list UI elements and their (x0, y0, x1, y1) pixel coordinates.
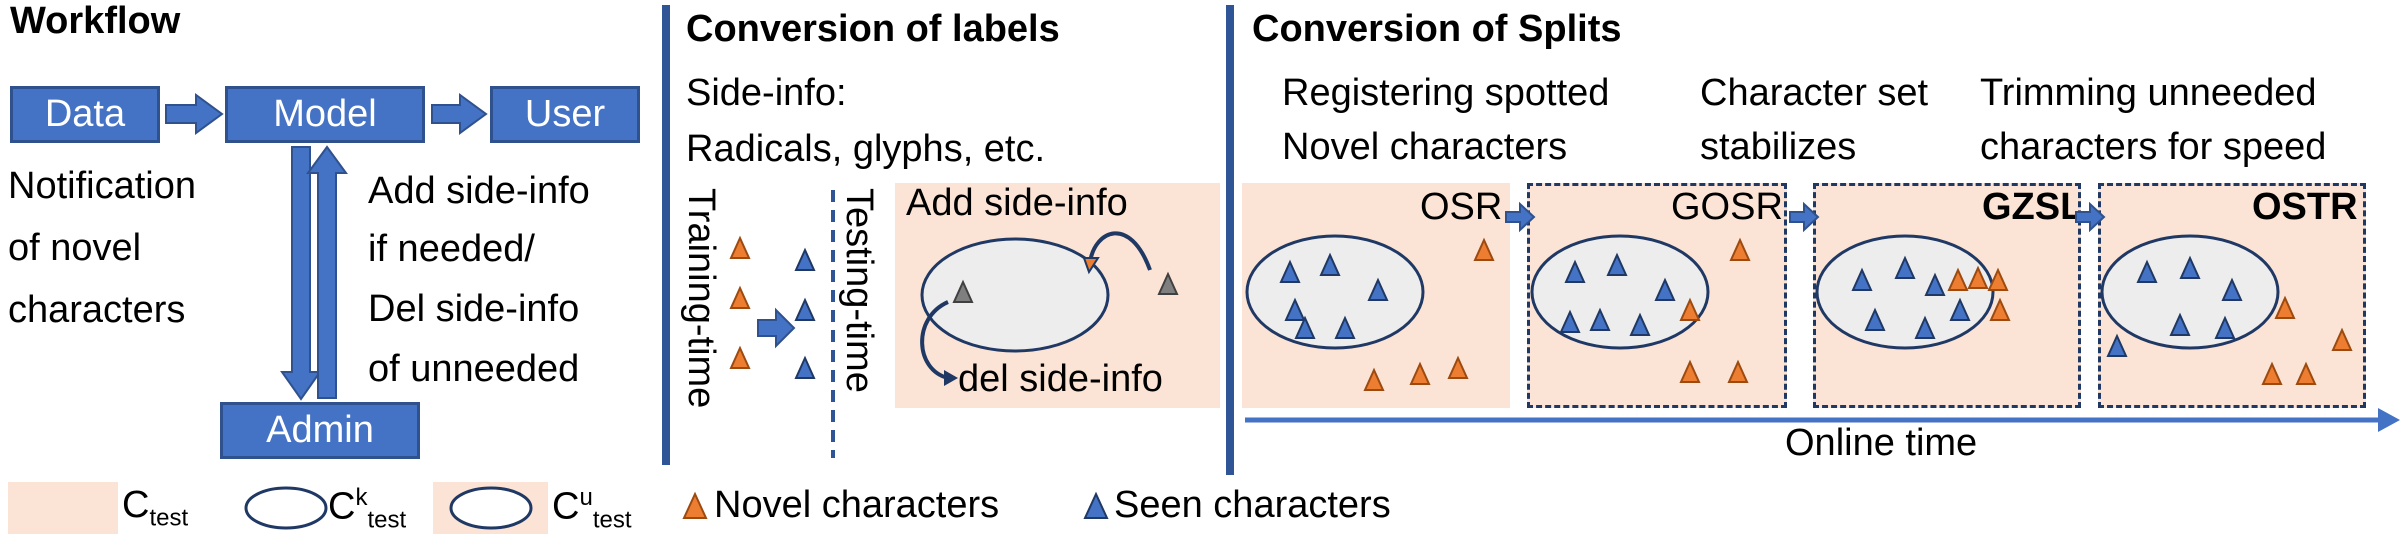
stage1-desc-1: Registering spotted (1282, 72, 1610, 114)
stage2-desc-2: stabilizes (1700, 126, 1857, 168)
model-box: Model (225, 86, 425, 143)
arrow-model-to-user-icon (431, 93, 488, 135)
gzsl-label: GZSL (1982, 186, 2084, 228)
train-to-test-arrow-icon (757, 307, 796, 349)
legend-ctest: Ctest (122, 484, 189, 532)
arrow-model-to-admin-icon (280, 146, 322, 401)
ostr-label: OSTR (2252, 186, 2358, 228)
labels-title: Conversion of labels (686, 8, 1060, 50)
arrow-data-to-model-icon (165, 93, 224, 135)
novel-triangle (729, 285, 751, 309)
legend-ck: Cktest (328, 484, 407, 534)
stage3-desc-2: characters for speed (1980, 126, 2327, 168)
legend-cu: Cutest (552, 484, 632, 534)
sideinfo-line-2: if needed/ (368, 228, 535, 270)
gosr-label: GOSR (1671, 186, 1783, 228)
add-sideinfo-label: Add side-info (906, 182, 1128, 224)
sideinfo-line-4: of unneeded (368, 348, 580, 390)
notification-line-3: characters (8, 289, 186, 331)
osr-label: OSR (1420, 186, 1503, 228)
testing-triangles (794, 247, 816, 379)
legend-cu-swatch-bg (433, 482, 548, 534)
legend-ctest-swatch (8, 482, 118, 534)
sideinfo-examples: Radicals, glyphs, etc. (686, 128, 1046, 170)
seen-triangle (794, 297, 816, 321)
notification-line-2: of novel (8, 227, 142, 269)
user-box: User (490, 86, 640, 143)
sideinfo-line-3: Del side-info (368, 288, 580, 330)
splits-title: Conversion of Splits (1252, 8, 1622, 50)
seen-triangle (794, 247, 816, 271)
legend-novel-triangle (682, 491, 708, 519)
data-box: Data (10, 86, 160, 143)
training-triangles (729, 235, 751, 369)
stage3-desc-1: Trimming unneeded (1980, 72, 2317, 114)
legend-ck-swatch (244, 486, 328, 530)
stage1-desc-2: Novel characters (1282, 126, 1568, 168)
section-divider-2 (1226, 5, 1234, 475)
workflow-title: Workflow (10, 0, 181, 42)
legend-novel-label: Novel characters (714, 484, 1000, 526)
seen-triangle (794, 355, 816, 379)
del-sideinfo-label: del side-info (958, 358, 1163, 400)
legend-cu-swatch (449, 486, 533, 530)
stage2-desc-1: Character set (1700, 72, 1929, 114)
sideinfo-line-1: Add side-info (368, 170, 590, 212)
sideinfo-heading: Side-info: (686, 72, 847, 114)
training-time-label: Training-time (680, 188, 722, 409)
admin-box: Admin (220, 402, 420, 459)
testing-time-label: Testing-time (838, 188, 880, 393)
online-time-label: Online time (1785, 422, 1978, 464)
novel-triangle (729, 345, 751, 369)
legend-seen-label: Seen characters (1114, 484, 1391, 526)
arrow-admin-to-model-icon (306, 145, 348, 399)
novel-triangle (729, 235, 751, 259)
notification-line-1: Notification (8, 165, 196, 207)
legend-seen-triangle (1083, 491, 1109, 519)
section-divider-1 (662, 5, 670, 465)
